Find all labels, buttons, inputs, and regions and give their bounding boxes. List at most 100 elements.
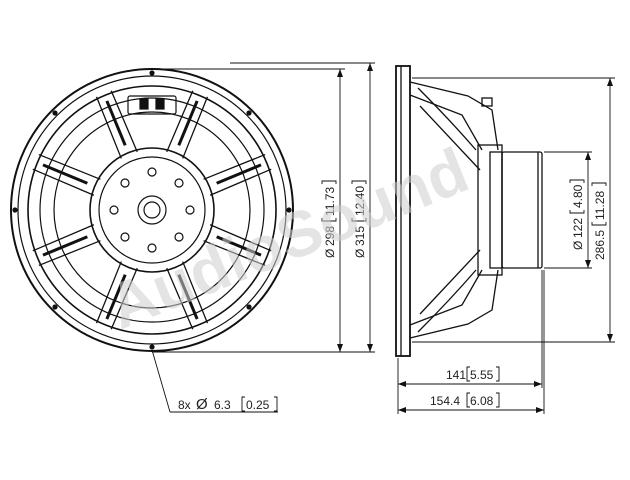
cone-ring-2 [53,111,251,309]
dim-value-inch: 6.08 [470,394,494,408]
arrowhead [337,69,343,77]
frame-spoke-rib [177,274,199,320]
dim-value-mm: 6.3 [214,398,231,412]
frame-spoke-edge [38,240,101,267]
frame-spoke-edge [209,224,272,252]
label-298: Ø 298 11.73 [321,180,337,258]
dim-value-inch: 11.73 [323,187,337,216]
dim-value-inch: 12.40 [353,186,367,216]
frame-spoke-edge [203,240,266,267]
terminal-tab [139,98,149,110]
mounting-flange [395,65,411,357]
bolt-hole [109,205,119,215]
frame-spoke-edge [32,168,95,196]
motor-plate [489,151,503,269]
side-arrowheads [398,78,613,413]
bolt-hole [185,205,195,215]
frame-spoke-edge [110,90,138,153]
frame-spoke-rib [216,235,262,257]
dim-value-mm: 286.5 [593,230,607,260]
frame-spoke-edge [110,267,138,330]
label-holes: 8x Ø 6.3 0.25 [178,396,278,413]
frame-spoke-edge [32,224,95,252]
inch-bracket [466,392,500,408]
frame-spoke-rib [105,274,127,320]
frame-spokes [32,90,272,330]
frame-spoke-edge [209,168,272,196]
terminal-block [127,95,177,115]
basket-line [419,249,481,315]
arrowhead [398,381,406,387]
pole-vent [143,201,161,219]
inch-bracket [351,180,367,222]
mounting-hole [246,110,252,116]
mounting-hole [149,344,155,350]
magnet-body [501,151,543,269]
basket-top [409,81,499,151]
frame-spoke-rib [105,100,127,146]
arrowhead [536,407,544,413]
basket-strut-top [417,87,477,151]
frame-spoke-rib [177,100,199,146]
frame-spoke-edge [203,153,266,180]
terminal-tab [155,98,165,110]
bolt-hole [120,178,130,188]
mounting-hole [246,304,252,310]
magnet-outer [89,147,215,273]
inch-bracket [241,396,278,412]
mounting-hole [149,70,155,76]
mounting-hole [12,207,18,213]
inch-bracket [591,182,607,226]
bolt-hole [147,167,157,177]
inch-bracket [569,179,585,214]
mounting-hole [286,207,292,213]
side-dimensions [397,77,615,414]
dim-value-mm: 298 [323,226,337,246]
mounting-hole [52,304,58,310]
magnet-bolt-holes [109,167,195,253]
cone-bottom [409,269,483,326]
dim-value-mm: 122 [571,218,585,238]
dim-value-inch: 4.80 [571,184,585,208]
frame-inner-ring [27,85,277,335]
front-arrowheads [337,63,373,352]
frame-spoke-edge [182,96,209,159]
arrowhead [337,344,343,352]
inch-bracket [466,366,500,382]
bolt-hole [174,232,184,242]
arrowhead [607,78,613,86]
frame-spoke-rib [42,235,88,257]
terminal-side [481,97,493,107]
arrowhead [534,381,542,387]
hole-leader [151,349,171,413]
terminal-body [127,95,177,115]
basket-strut-bottom [417,269,477,333]
front-view [10,68,294,413]
dim-value-inch: 0.25 [246,398,270,412]
inch-bracket [321,180,337,222]
magnet-plate [98,156,206,264]
label-286: 286.5 11.28 [591,182,607,260]
label-154: 154.4 6.08 [430,392,500,408]
basket-bottom [409,269,499,339]
diameter-symbol: Ø [571,241,585,250]
arrowhead [398,407,406,413]
frame-spoke-edge [166,267,194,330]
label-141: 141 5.55 [446,366,500,382]
label-315: Ø 315 12.40 [351,180,367,258]
diameter-symbol: Ø [353,249,367,258]
frame-spoke-edge [182,261,209,324]
bolt-hole [147,243,157,253]
dust-cap [137,195,167,225]
basket-line [419,105,481,171]
hole-count: 8x [178,398,191,412]
bolt-hole [174,178,184,188]
watermark-text: AudioSound [98,134,478,343]
label-122: Ø 122 4.80 [569,179,585,250]
dim-value-mm: 154.4 [430,394,460,408]
dim-value-inch: 5.55 [470,368,494,382]
dim-value-mm: 141 [446,368,466,382]
frame-rim-inner [17,75,287,345]
frame-spoke-edge [95,261,122,324]
